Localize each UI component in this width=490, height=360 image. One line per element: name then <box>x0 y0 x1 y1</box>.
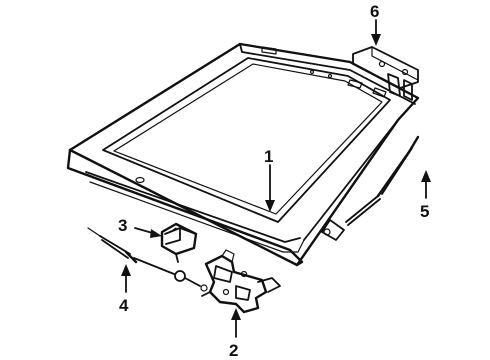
callout-6: 6 <box>370 2 379 21</box>
hinge-part <box>352 46 419 101</box>
callout-5: 5 <box>420 202 429 221</box>
callout-4: 4 <box>119 296 129 315</box>
callout-2: 2 <box>229 341 238 360</box>
latch-assembly-part <box>201 249 281 314</box>
gas-strut-part <box>321 135 420 241</box>
callout-arrows <box>121 19 431 338</box>
callout-1: 1 <box>264 147 273 166</box>
release-cable-part <box>87 227 208 292</box>
callout-3: 3 <box>118 216 127 235</box>
liftgate-frame-part <box>66 42 420 267</box>
lock-cylinder-part <box>160 222 198 263</box>
